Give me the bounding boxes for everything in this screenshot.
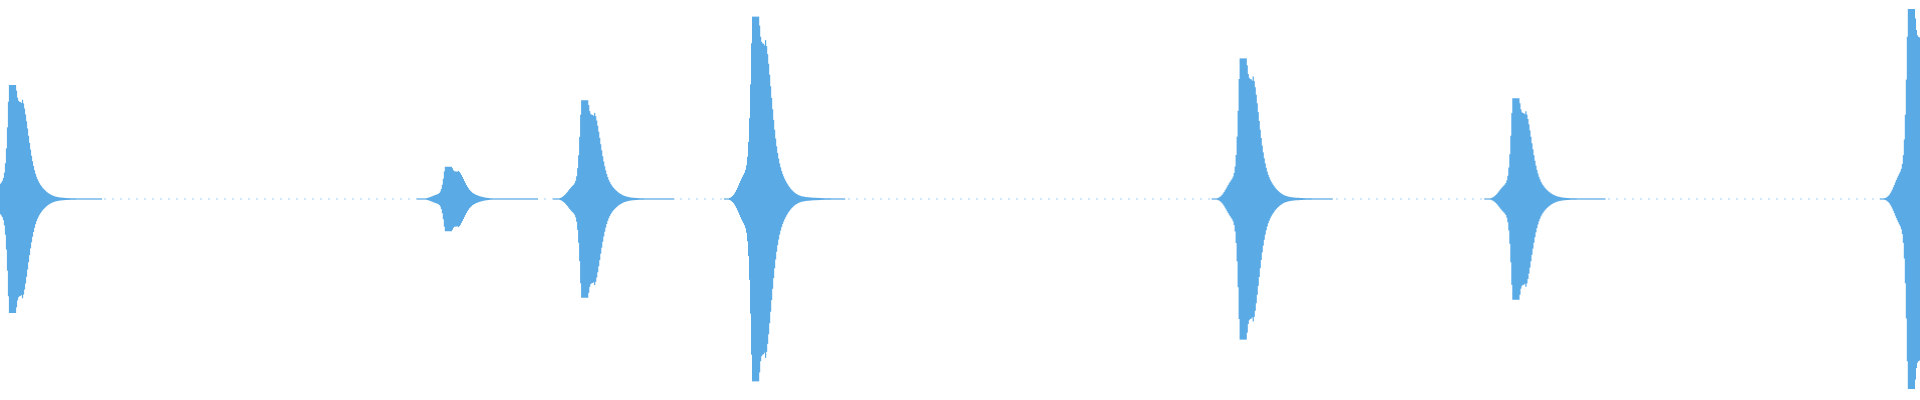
waveform-burst	[0, 85, 103, 313]
waveform-burst-shape	[0, 85, 103, 313]
waveform-burst-shape	[416, 166, 538, 232]
waveform-burst	[553, 100, 675, 298]
waveform-burst-shape	[724, 16, 846, 382]
waveform-burst	[416, 166, 538, 232]
waveform-burst	[724, 16, 846, 382]
waveform-burst-shape	[1484, 98, 1606, 300]
waveform-burst	[1211, 58, 1333, 340]
waveform-burst	[1484, 98, 1606, 300]
waveform-burst-shape	[553, 100, 675, 298]
waveform-bursts	[0, 9, 1920, 389]
waveform-burst-shape	[1879, 9, 1920, 389]
waveform-burst-shape	[1211, 58, 1333, 340]
waveform-burst	[1879, 9, 1920, 389]
